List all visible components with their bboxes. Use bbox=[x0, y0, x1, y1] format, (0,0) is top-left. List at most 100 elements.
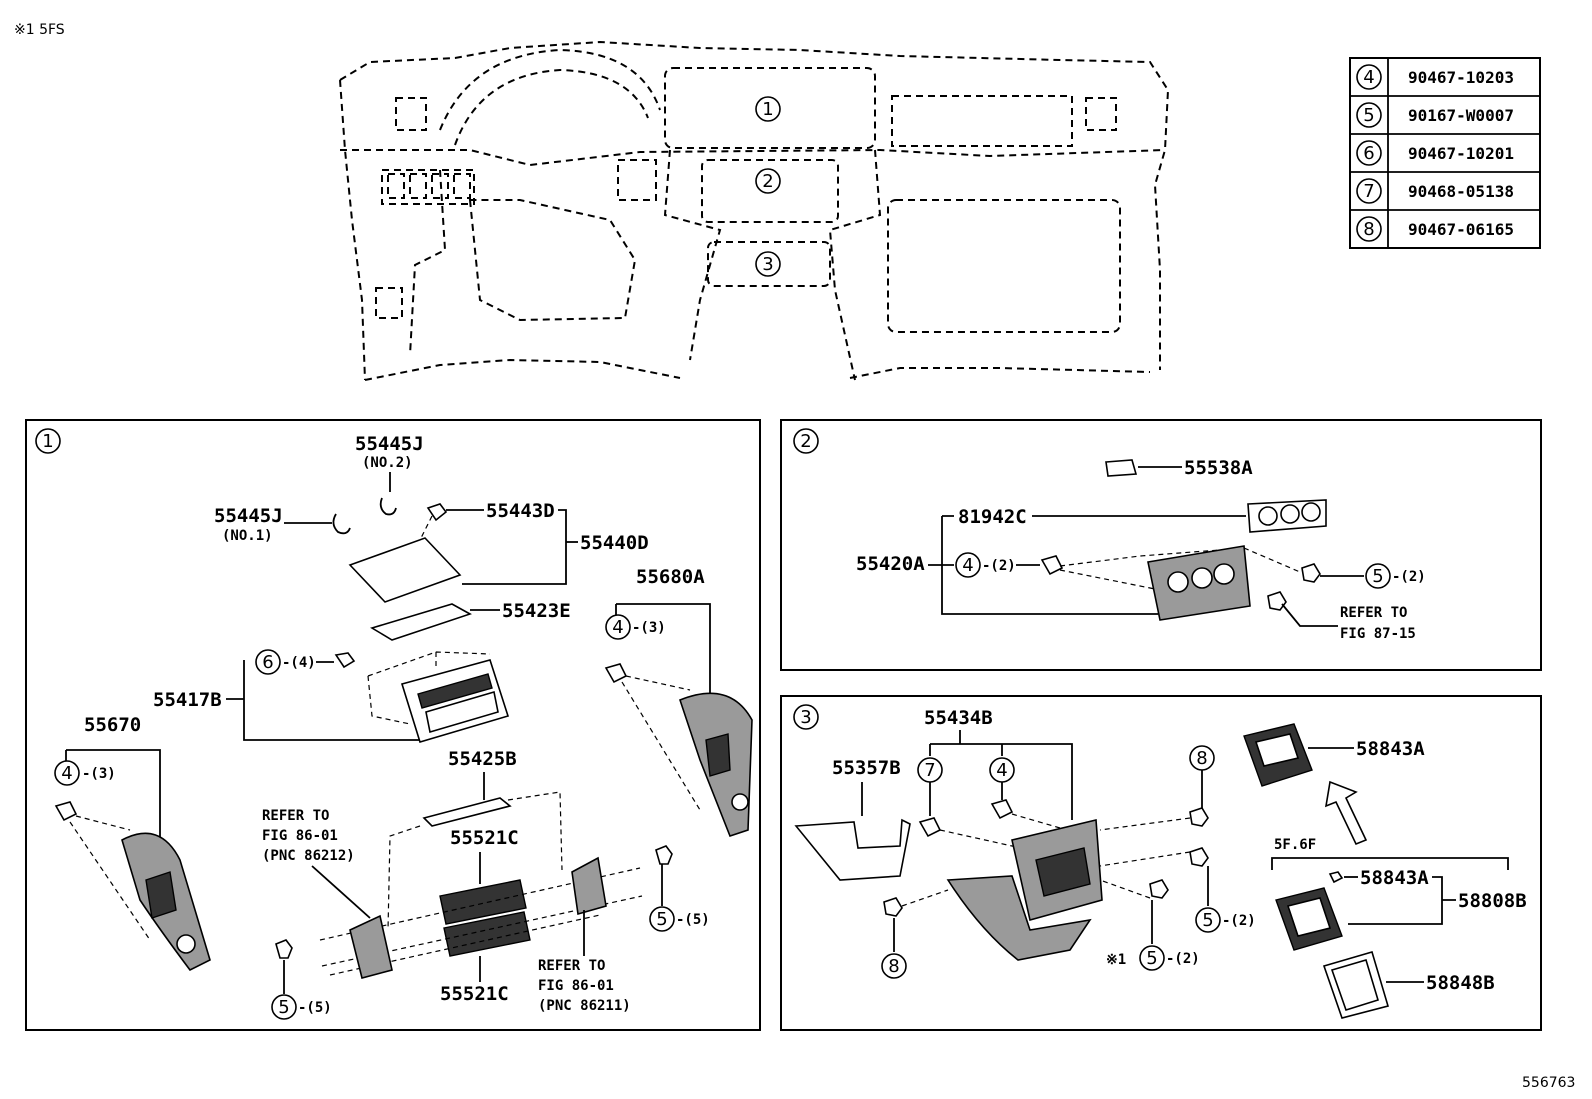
overview-callout-3: 3 bbox=[762, 254, 773, 275]
qty-5-2-section2: -(2) bbox=[1392, 569, 1426, 585]
circ-5-right-section3: 5 bbox=[1202, 910, 1213, 931]
note-mark-section3: ※1 bbox=[1106, 952, 1126, 968]
clip-6 bbox=[334, 652, 356, 669]
qty-5-5-right: -(5) bbox=[676, 912, 710, 928]
section-1-panel: 1 55445J (NO.2) 55445J (NO.1) 55443D 554… bbox=[25, 419, 761, 1031]
circ-4-section3: 4 bbox=[996, 760, 1007, 781]
screw-ref-section2 bbox=[1267, 591, 1287, 611]
ref-left-line3: (PNC 86212) bbox=[262, 848, 355, 864]
qty-4-3-right: -(3) bbox=[632, 620, 666, 636]
circ-8-right: 8 bbox=[1196, 748, 1207, 769]
label-58843A-mid: 58843A bbox=[1360, 867, 1429, 889]
circ-6-section1: 6 bbox=[262, 652, 273, 673]
table-ref-5: 5 bbox=[1363, 105, 1374, 126]
label-58843A-top: 58843A bbox=[1356, 738, 1425, 760]
clip-no1 bbox=[332, 513, 351, 535]
label-no2: (NO.2) bbox=[362, 455, 413, 471]
console-lower bbox=[946, 875, 1092, 961]
ref-right-line2: FIG 86-01 bbox=[538, 978, 614, 994]
ref-section2-line1: REFER TO bbox=[1340, 605, 1407, 621]
table-part-90467-10201: 90467-10201 bbox=[1408, 144, 1514, 163]
clip-7 bbox=[918, 817, 942, 838]
arrow-up bbox=[1324, 780, 1368, 846]
doc-number: 556763 bbox=[1522, 1075, 1575, 1091]
label-55680A: 55680A bbox=[636, 566, 705, 588]
section-1-id: 1 bbox=[42, 431, 53, 452]
circ-4-55680A: 4 bbox=[612, 617, 623, 638]
qty-5-2-left-section3: -(2) bbox=[1166, 951, 1200, 967]
overview-callout-1: 1 bbox=[762, 99, 773, 120]
screw-8-left bbox=[883, 897, 903, 917]
bracket-left bbox=[349, 914, 393, 979]
lid-55440D bbox=[348, 537, 462, 603]
circ-4-55670: 4 bbox=[61, 763, 72, 784]
clip-4-right bbox=[604, 663, 628, 684]
label-55521C-top: 55521C bbox=[450, 827, 519, 849]
clip-4-left bbox=[54, 801, 78, 822]
screw-5-left-section3 bbox=[1149, 879, 1169, 899]
label-55420A: 55420A bbox=[856, 553, 925, 575]
label-55425B: 55425B bbox=[448, 748, 517, 770]
label-55538A: 55538A bbox=[1184, 457, 1253, 479]
label-55423E: 55423E bbox=[502, 600, 571, 622]
clip-4-section2 bbox=[1040, 555, 1064, 576]
screw-5-left bbox=[275, 939, 293, 959]
ref-section2-line2: FIG 87-15 bbox=[1340, 626, 1416, 642]
table-part-90167-W0007: 90167-W0007 bbox=[1408, 106, 1514, 125]
label-81942C: 81942C bbox=[958, 506, 1027, 528]
overview-callout-2: 2 bbox=[762, 171, 773, 192]
clip-4-section3 bbox=[990, 799, 1014, 820]
label-58808B: 58808B bbox=[1458, 890, 1527, 912]
ref-right-line1: REFER TO bbox=[538, 958, 605, 974]
tray-55357B bbox=[794, 818, 911, 881]
circ-5-section2: 5 bbox=[1372, 566, 1383, 587]
variant-label: 5F.6F bbox=[1274, 837, 1316, 853]
table-ref-4: 4 bbox=[1363, 67, 1374, 88]
screw-5-right bbox=[655, 845, 673, 865]
label-no1: (NO.1) bbox=[222, 528, 273, 544]
circ-5-left-section3: 5 bbox=[1146, 948, 1157, 969]
table-ref-6: 6 bbox=[1363, 143, 1374, 164]
table-part-90467-06165: 90467-06165 bbox=[1408, 220, 1514, 239]
table-ref-7: 7 bbox=[1363, 181, 1374, 202]
label-58848B: 58848B bbox=[1426, 972, 1495, 994]
qty-4-2-section2: -(2) bbox=[982, 558, 1016, 574]
qty-4-3-left: -(3) bbox=[82, 766, 116, 782]
clip-58843A bbox=[1328, 871, 1344, 884]
screw-8-right bbox=[1189, 807, 1209, 827]
qty-5-2-right-section3: -(2) bbox=[1222, 913, 1256, 929]
tray-55423E bbox=[370, 603, 472, 641]
ref-left-line1: REFER TO bbox=[262, 808, 329, 824]
circ-5-left: 5 bbox=[278, 997, 289, 1018]
table-part-90468-05138: 90468-05138 bbox=[1408, 182, 1514, 201]
section-3-id: 3 bbox=[800, 707, 811, 728]
circ-7-section3: 7 bbox=[924, 760, 935, 781]
table-ref-8: 8 bbox=[1363, 219, 1374, 240]
circ-4-section2: 4 bbox=[962, 555, 973, 576]
ref-left-line2: FIG 86-01 bbox=[262, 828, 338, 844]
fastener-table: 4 90467-10203 5 90167-W0007 6 90467-1020… bbox=[1349, 57, 1541, 249]
trim-55425B bbox=[422, 797, 512, 827]
screw-5-section2 bbox=[1301, 563, 1321, 583]
label-55521C-bottom: 55521C bbox=[440, 983, 509, 1005]
section-2-id: 2 bbox=[800, 431, 811, 452]
clip-55443D bbox=[426, 503, 448, 522]
switch-55521C-top bbox=[439, 879, 527, 925]
table-part-90467-10203: 90467-10203 bbox=[1408, 68, 1514, 87]
screw-5-right-section3 bbox=[1189, 847, 1209, 867]
label-55443D: 55443D bbox=[486, 500, 555, 522]
clip-no2 bbox=[379, 497, 397, 516]
label-55445J-no2: 55445J bbox=[355, 433, 424, 455]
label-55445J-no1: 55445J bbox=[214, 505, 283, 527]
circ-5-right: 5 bbox=[656, 909, 667, 930]
qty-5-5-left: -(5) bbox=[298, 1000, 332, 1016]
qty-6-4: -(4) bbox=[282, 655, 316, 671]
header-note: ※1 5FS bbox=[14, 22, 65, 38]
label-55440D: 55440D bbox=[580, 532, 649, 554]
ref-right-line3: (PNC 86211) bbox=[538, 998, 631, 1014]
dashboard-overview: 1 2 3 bbox=[339, 40, 1170, 381]
section-2-panel: 2 55538A 81942C 55420A 4 -(2) 5 -(2) REF… bbox=[780, 419, 1542, 671]
label-55670: 55670 bbox=[84, 714, 141, 736]
circ-8-left: 8 bbox=[888, 956, 899, 977]
